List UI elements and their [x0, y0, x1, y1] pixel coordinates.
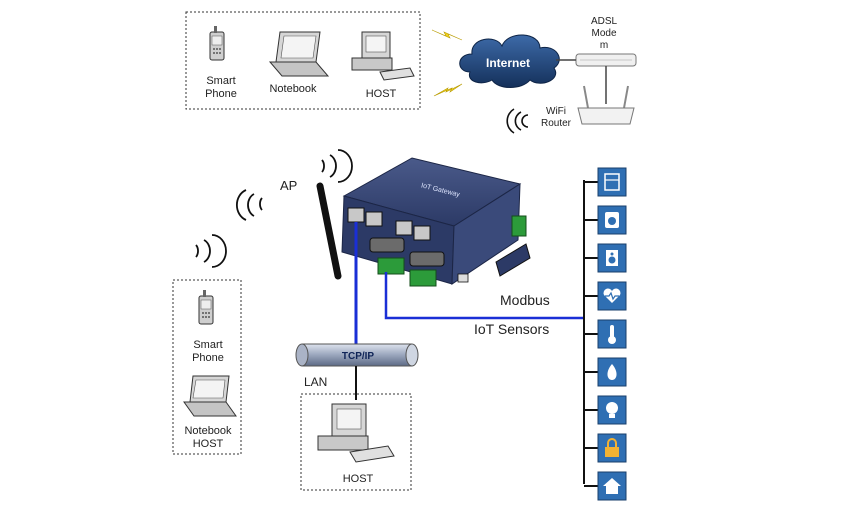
left-smartphone-label-1: Smart	[193, 339, 222, 351]
modbus-cable-line	[384, 272, 584, 320]
internet-cloud-icon	[459, 34, 560, 88]
wifi-signal-icon	[195, 234, 227, 268]
left-smartphone-label-2: Phone	[192, 352, 224, 364]
iot-sensors-label: IoT Sensors	[474, 321, 549, 337]
lightning-icon	[431, 29, 463, 41]
wifi-router-label-1: WiFi	[546, 106, 566, 117]
lan-host-box	[300, 393, 412, 491]
home-icon	[597, 471, 627, 501]
top-smartphone-label-2: Phone	[205, 88, 237, 100]
modbus-label: Modbus	[500, 292, 550, 308]
internet-label: Internet	[486, 56, 530, 70]
tcpip-tube	[295, 343, 419, 367]
speaker-icon	[597, 243, 627, 273]
iot-gateway-device	[316, 157, 531, 287]
adsl-modem-label-1: ADSL	[591, 16, 618, 27]
wifi-router-icon	[577, 85, 635, 125]
smartphone-icon	[198, 290, 214, 325]
lock-icon	[597, 433, 627, 463]
top-devices-box	[185, 11, 421, 110]
lan-host-label: HOST	[343, 473, 374, 485]
light-bulb-icon	[597, 395, 627, 425]
desktop-host-icon	[351, 31, 415, 81]
ap-label: AP	[280, 178, 297, 193]
notebook-icon	[183, 375, 237, 417]
sensor-column	[584, 167, 627, 501]
washing-machine-icon	[597, 205, 627, 235]
top-host-label: HOST	[366, 88, 397, 100]
wifi-signal-icon	[506, 108, 529, 134]
wifi-router-label-2: Router	[541, 118, 572, 129]
top-notebook-label: Notebook	[269, 83, 317, 95]
notebook-icon	[268, 31, 330, 77]
lan-label: LAN	[304, 375, 327, 389]
heart-monitor-icon	[597, 281, 627, 311]
adsl-modem-label-2: Mode	[591, 28, 616, 39]
adsl-modem-icon	[575, 53, 637, 67]
lightning-icon	[433, 83, 463, 97]
desktop-host-icon	[317, 403, 395, 463]
thermometer-icon	[597, 319, 627, 349]
water-drop-icon	[597, 357, 627, 387]
top-smartphone-label-1: Smart	[206, 75, 235, 87]
wifi-signal-icon	[235, 189, 263, 221]
left-devices-box	[172, 279, 242, 455]
fridge-icon	[597, 167, 627, 197]
smartphone-icon	[209, 26, 225, 61]
left-notebook-label-2: HOST	[193, 438, 224, 450]
wifi-signal-icon	[321, 149, 353, 183]
tcpip-label: TCP/IP	[342, 351, 375, 362]
left-notebook-label-1: Notebook	[184, 425, 232, 437]
adsl-modem-label-3: m	[600, 40, 608, 51]
